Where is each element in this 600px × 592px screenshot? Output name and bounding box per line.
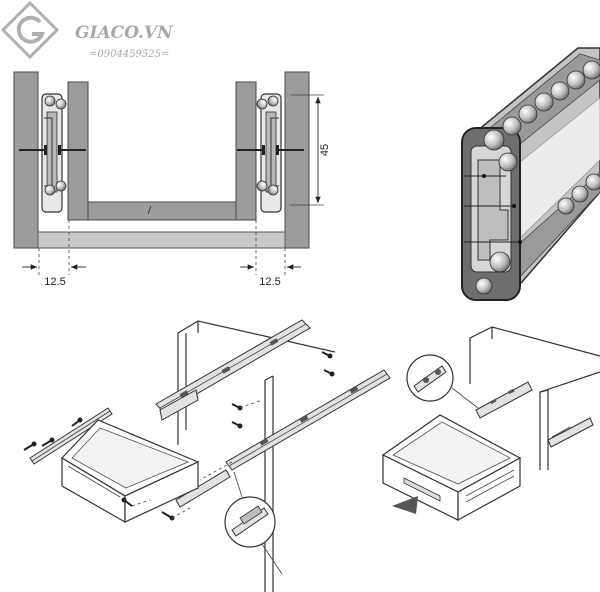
screw-icon [19,145,47,155]
brand-text: GIACO.VN [75,23,174,43]
cabinet-slide-upper [155,319,311,421]
cabinet-slide-lower [199,369,391,481]
detail-callout-right [406,354,479,409]
installation-view-right [381,326,600,522]
screw-icon [323,369,335,377]
giaco-diamond-logo-icon [0,0,60,60]
screw-icon [321,351,333,359]
installation-view-left [23,319,391,592]
cabinet-frame-right [469,326,600,470]
right-gap-dimension: 12.5 [240,220,301,288]
ball-bearings-top [483,60,600,172]
left-slide-section [19,93,86,213]
screw-icon [161,511,175,521]
triangle-arrow-icon [392,496,418,514]
cross-section-view: 45 12.5 12.5 [13,71,331,288]
drawer-handle [403,477,441,502]
height-label: 45 [319,144,331,156]
slide-closeup-view [461,47,600,301]
right-gap-label: 12.5 [259,276,280,288]
screw-icon [121,497,133,507]
screw-icon [231,421,243,429]
base-board [37,231,286,249]
ball-bearings-bottom [475,173,600,295]
left-gap-label: 12.5 [44,276,65,288]
cabinet-frame-left [177,320,336,592]
watermark-logo: GIACO.VN =0904459525= [0,0,174,60]
screws-left [23,351,335,521]
left-cabinet-panel [13,71,39,249]
right-slide-section [237,93,304,213]
screw-icon [23,441,37,451]
right-cabinet-panel [284,71,310,249]
screw-icon [71,417,83,427]
detail-callout-left [224,471,283,575]
screw-icon [58,145,86,155]
phone-text: =0904459525= [89,49,169,60]
height-dimension: 45 [290,94,331,206]
drawer-side-rail [175,469,231,508]
screw-icon [41,437,55,447]
drawer-box-left [61,419,200,524]
cabinet-slide-right [475,381,594,448]
drawer-box-right [381,414,522,522]
drawer-bottom [87,201,237,221]
drawer-member-rail [29,407,113,465]
left-gap-dimension: 12.5 [22,220,86,288]
